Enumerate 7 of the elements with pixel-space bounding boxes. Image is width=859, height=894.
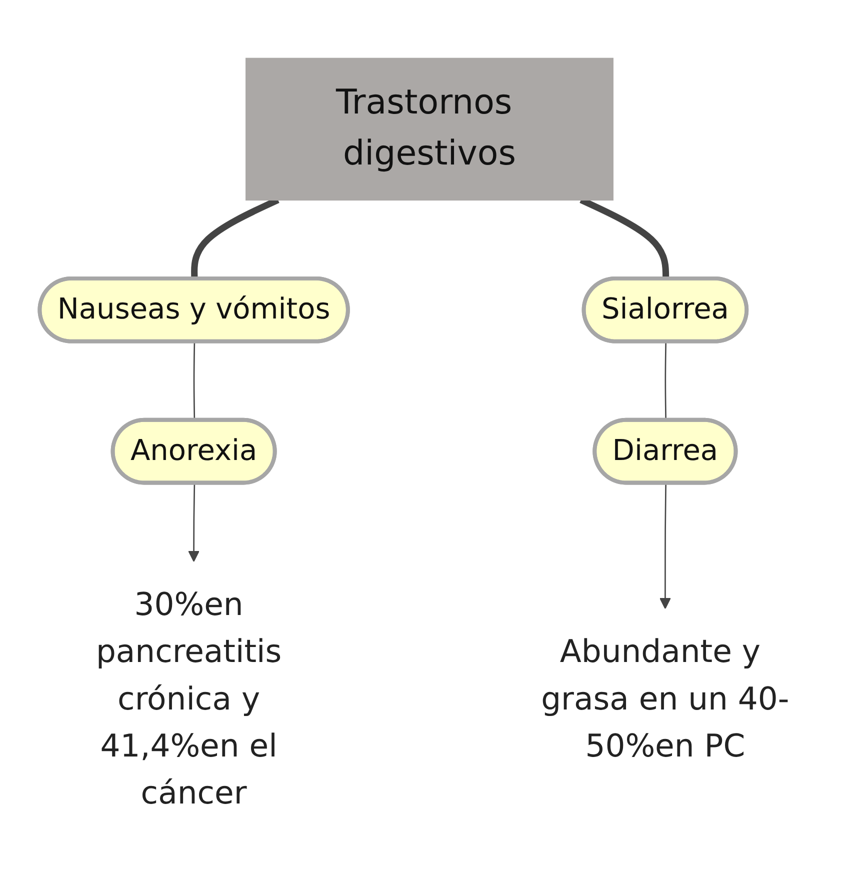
connector — [193, 342, 196, 420]
node-text: 30%en pancreatitis crónica y 41,4%en el cáncer — [96, 586, 282, 812]
arrow — [188, 483, 200, 562]
node-text: Abundante y grasa en un 40-50%en PC — [541, 632, 790, 764]
arrow — [659, 483, 671, 609]
node-box: Trastornos digestivos — [246, 57, 614, 200]
connector — [664, 342, 666, 420]
